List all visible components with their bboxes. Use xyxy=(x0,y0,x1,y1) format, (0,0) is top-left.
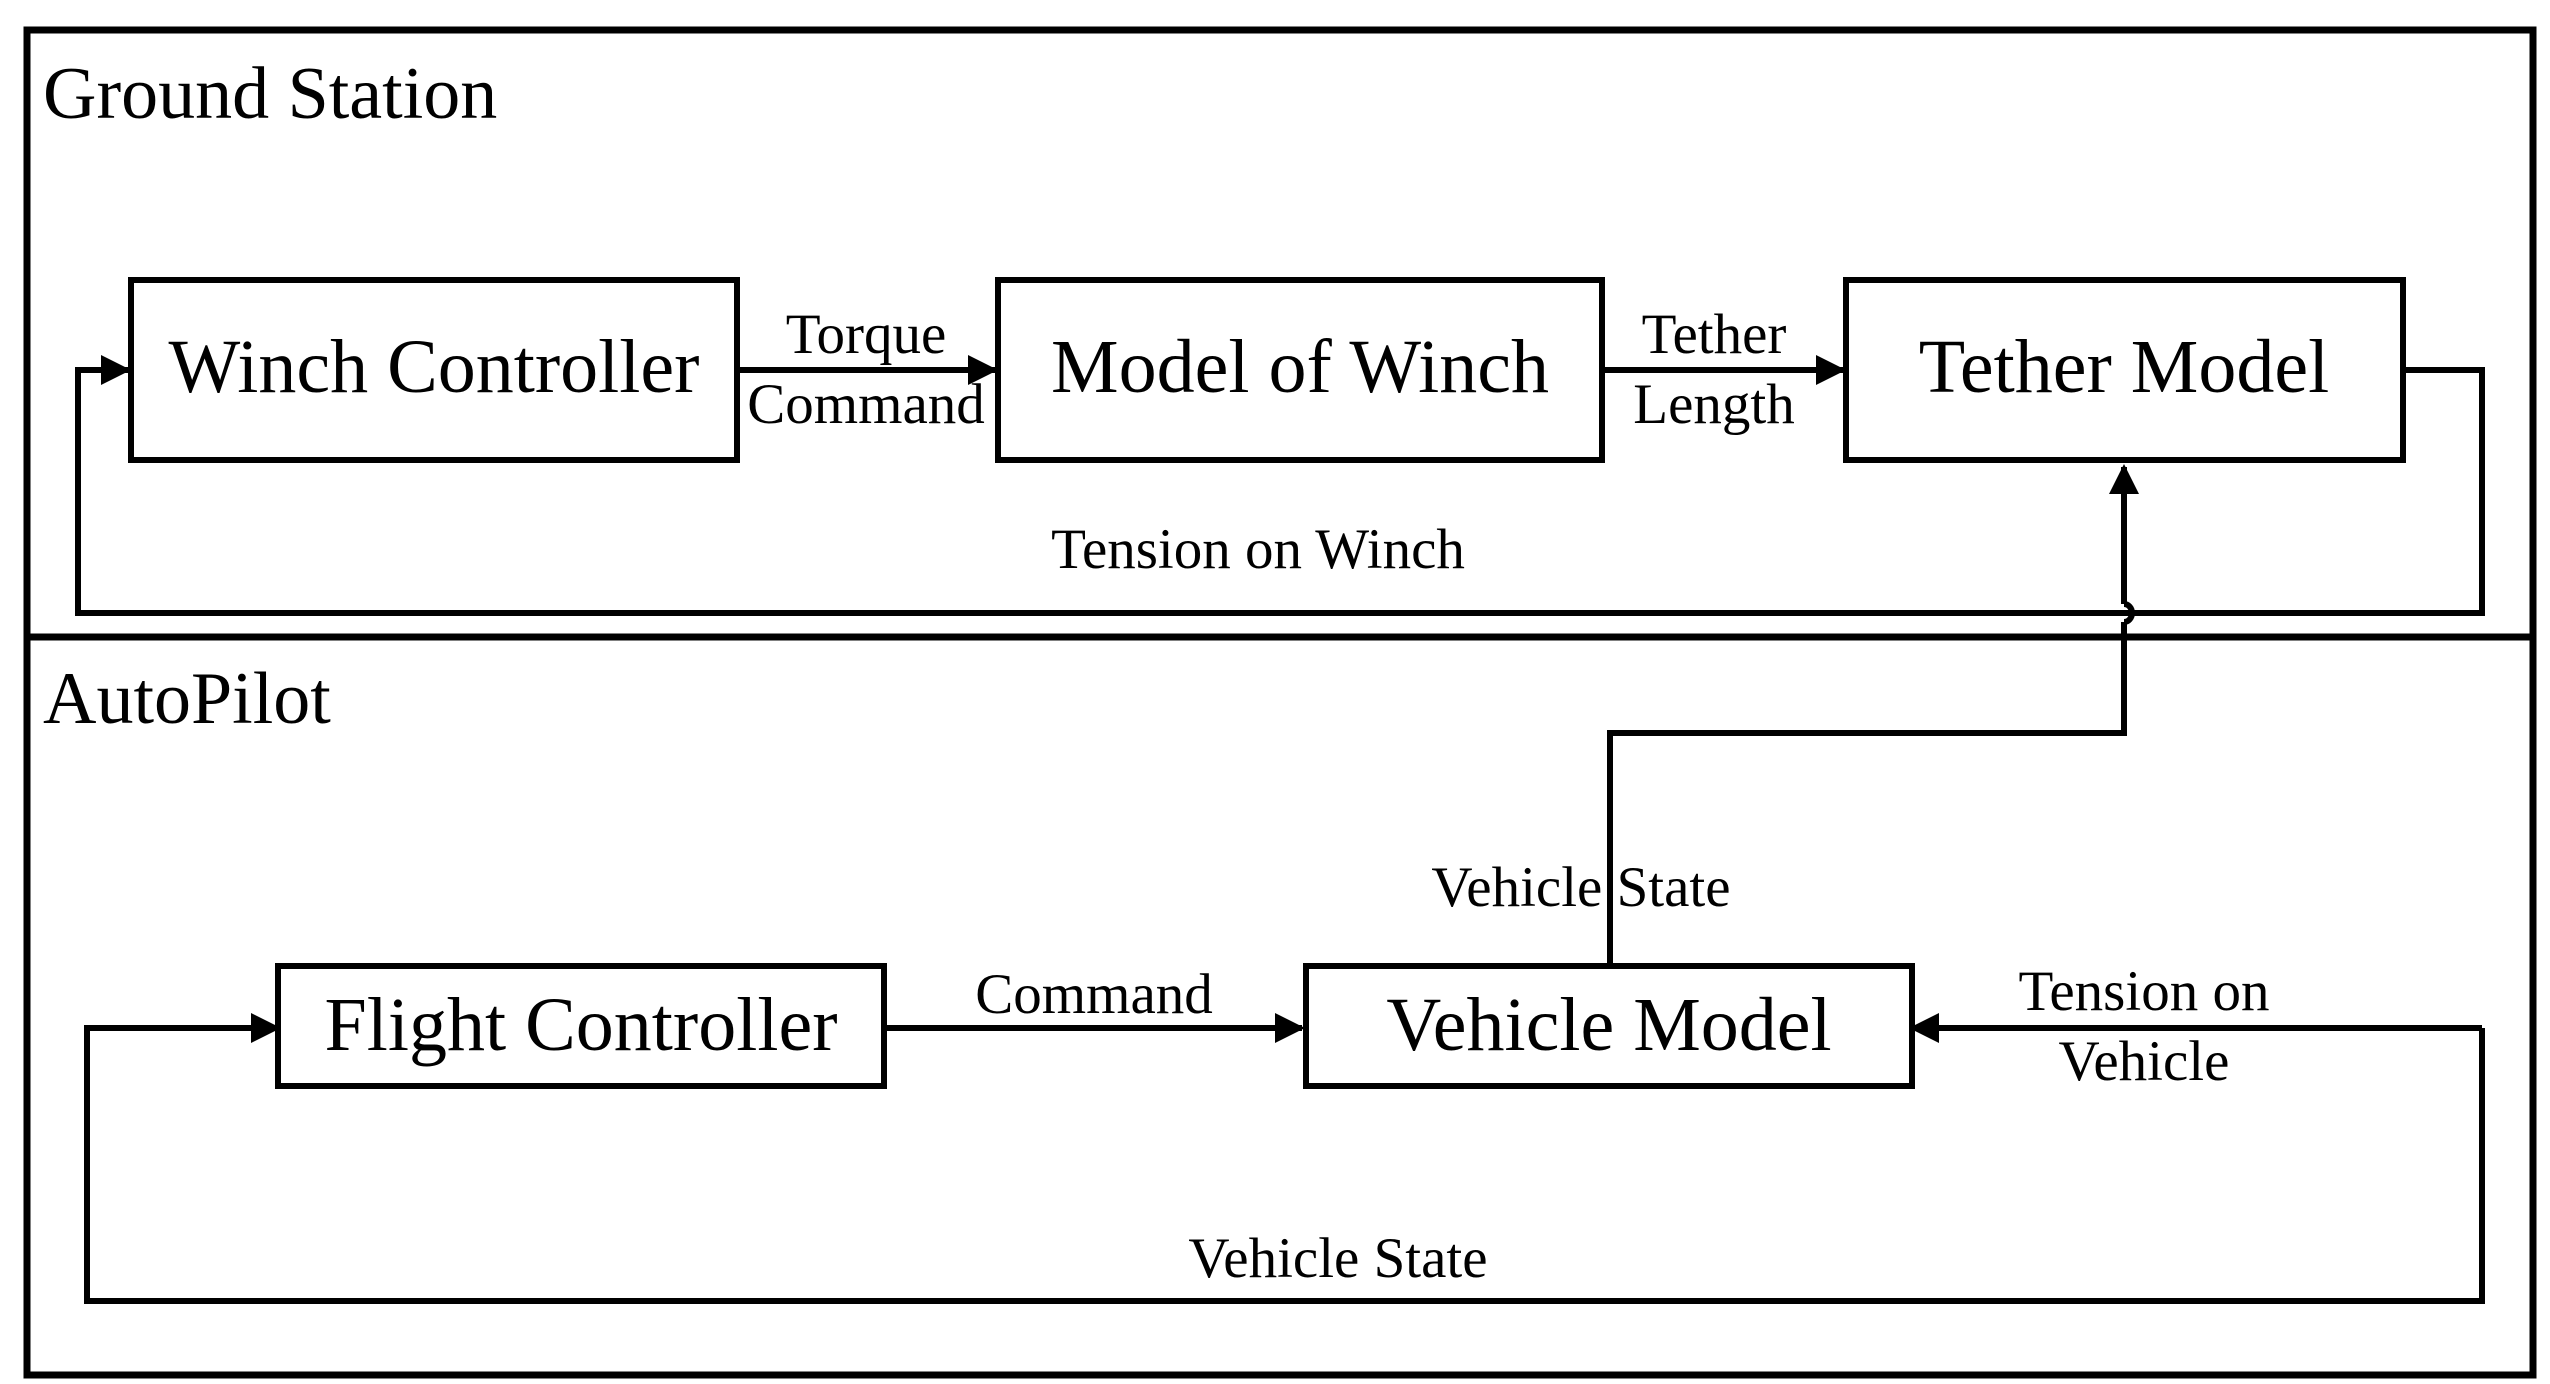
flight-controller-label: Flight Controller xyxy=(325,983,838,1067)
tether-length-label-line1: Tether xyxy=(1642,303,1787,366)
torque-command-label-line1: Torque xyxy=(786,303,947,366)
vehicle-model-block: Vehicle Model xyxy=(1303,963,1915,1089)
vehicle-state-up-line xyxy=(1607,622,2127,966)
tension-on-vehicle-label-line1: Tension on xyxy=(2019,960,2270,1023)
torque-command-label-line2: Command xyxy=(747,373,985,436)
tether-length-label-line2: Length xyxy=(1633,373,1794,436)
vehicle-model-label: Vehicle Model xyxy=(1386,983,1831,1067)
autopilot-title: AutoPilot xyxy=(43,658,331,740)
winch-controller-label: Winch Controller xyxy=(169,325,700,409)
tether-model-label: Tether Model xyxy=(1919,325,2329,409)
tension-on-winch-label: Tension on Winch xyxy=(1051,518,1465,581)
flight-controller-block: Flight Controller xyxy=(275,963,887,1089)
tension-on-winch-loop xyxy=(75,355,2485,616)
line-crossing-hop xyxy=(2123,601,2135,625)
tether-model-block: Tether Model xyxy=(1843,277,2406,463)
command-label: Command xyxy=(975,963,1213,1026)
outer-frame xyxy=(23,26,2537,1379)
model-of-winch-block: Model of Winch xyxy=(995,277,1605,463)
vehicle-state-feedback-loop xyxy=(84,1013,2485,1304)
ground-station-title: Ground Station xyxy=(43,53,497,135)
vehicle-state-feedback-label: Vehicle State xyxy=(1188,1227,1487,1290)
vehicle-state-up-label: Vehicle State xyxy=(1431,856,1730,919)
winch-controller-block: Winch Controller xyxy=(128,277,740,463)
model-of-winch-label: Model of Winch xyxy=(1051,325,1549,409)
tension-on-vehicle-label-line2: Vehicle xyxy=(2059,1030,2230,1093)
